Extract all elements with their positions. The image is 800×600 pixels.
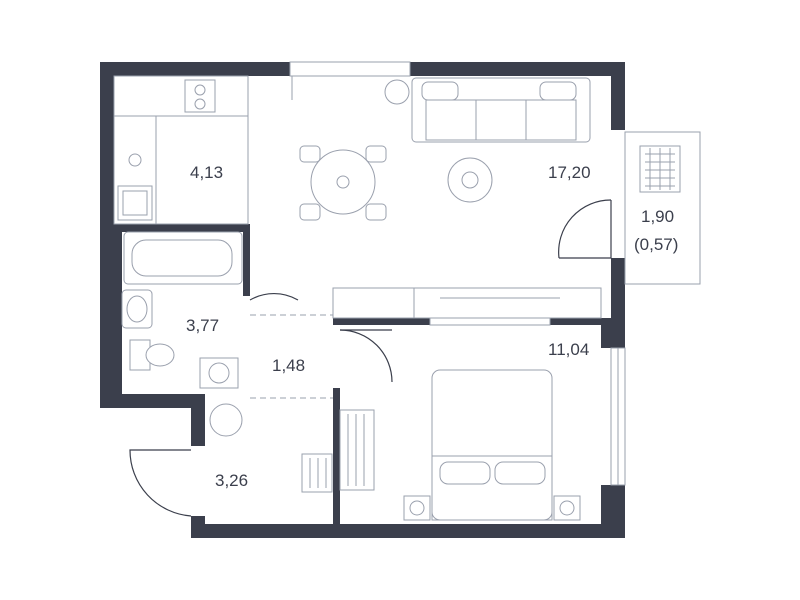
sofa bbox=[384, 77, 591, 203]
kitchen bbox=[113, 75, 293, 225]
balcony-door bbox=[558, 199, 612, 259]
corridor-area-label: 1,48 bbox=[272, 356, 305, 375]
bathroom-area-label: 3,77 bbox=[186, 316, 219, 335]
kitchen-area-label: 4,13 bbox=[190, 163, 223, 182]
balcony bbox=[624, 131, 701, 285]
tv-console bbox=[332, 287, 602, 319]
hallway bbox=[129, 403, 333, 517]
balcony-reduced-area-label: (0,57) bbox=[634, 235, 678, 254]
bedroom bbox=[339, 369, 581, 521]
bathroom bbox=[121, 231, 333, 389]
bedroom-area-label: 11,04 bbox=[548, 340, 589, 359]
living-room-area-label: 17,20 bbox=[548, 163, 591, 182]
hallway-area-label: 3,26 bbox=[215, 471, 248, 490]
balcony-area-label: 1,90 bbox=[641, 207, 674, 226]
walls bbox=[100, 62, 625, 538]
windows bbox=[289, 61, 626, 486]
dining-table bbox=[299, 145, 387, 221]
bedroom-door bbox=[250, 329, 393, 399]
